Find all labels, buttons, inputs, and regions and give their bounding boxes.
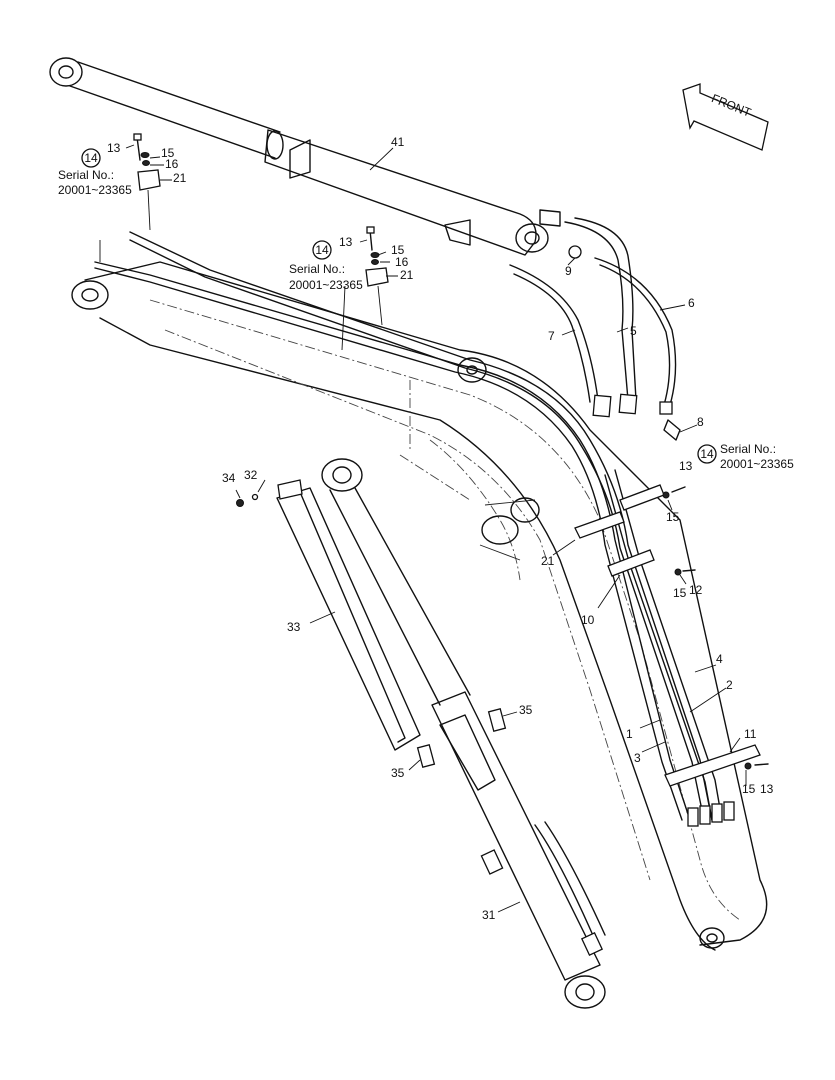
boom-pipes (94, 231, 761, 827)
callout-15: 15 (742, 782, 756, 796)
callout-34: 34 (222, 471, 236, 485)
callout-15: 15 (673, 586, 687, 600)
clamp-assembly-top-left (99, 133, 161, 262)
callout-13: 13 (107, 141, 121, 155)
ref-circle-label: 14 (700, 447, 714, 461)
boom-cylinder-31 (321, 458, 606, 1009)
callout-15: 15 (391, 243, 405, 257)
callout-21: 21 (173, 171, 187, 185)
clamp-assembly-right (662, 486, 769, 770)
cylinder-cover-33 (236, 479, 507, 769)
front-arrow: FRONT (682, 83, 769, 151)
callout-35: 35 (391, 766, 405, 780)
callout-13: 13 (679, 459, 693, 473)
serial-title: Serial No.: (289, 262, 345, 276)
leader-lines (125, 144, 747, 913)
ref-circle-label: 14 (84, 151, 98, 165)
callout-21: 21 (541, 554, 555, 568)
callout-16: 16 (395, 255, 409, 269)
callout-11: 11 (744, 727, 757, 741)
serial-title: Serial No.: (58, 168, 114, 182)
callout-1: 1 (626, 727, 633, 741)
callout-13: 13 (760, 782, 774, 796)
serial-range: 20001~23365 (58, 183, 132, 197)
hoses-upper (509, 217, 681, 441)
callout-3: 3 (634, 751, 641, 765)
callout-13: 13 (339, 235, 353, 249)
callout-41: 41 (391, 135, 405, 149)
callout-9: 9 (565, 264, 572, 278)
serial-range: 20001~23365 (720, 457, 794, 471)
callout-2: 2 (726, 678, 733, 692)
callout-10: 10 (581, 613, 595, 627)
callout-32: 32 (244, 468, 258, 482)
callout-35: 35 (519, 703, 533, 717)
callout-15: 15 (161, 146, 175, 160)
arm-cylinder-41 (49, 57, 561, 256)
serial-block-top-center: 14 Serial No.: 20001~23365 (289, 240, 363, 292)
callout-21: 21 (400, 268, 414, 282)
callout-7: 7 (548, 329, 555, 343)
serial-block-right: 14 Serial No.: 20001~23365 (697, 442, 794, 471)
boom-structure (71, 261, 768, 951)
callout-16: 16 (165, 157, 179, 171)
serial-block-top-left: 14 Serial No.: 20001~23365 (58, 148, 132, 197)
callout-15: 15 (666, 510, 680, 524)
serial-title: Serial No.: (720, 442, 776, 456)
callout-8: 8 (697, 415, 704, 429)
callout-33: 33 (287, 620, 301, 634)
callout-6: 6 (688, 296, 695, 310)
callout-5: 5 (630, 324, 637, 338)
clamp-assembly-top-center (341, 226, 389, 351)
callout-4: 4 (716, 652, 723, 666)
callout-labels: 41 13 15 16 21 13 15 16 21 9 6 5 7 8 13 … (107, 135, 774, 922)
callout-12: 12 (689, 583, 703, 597)
ref-circle-label: 14 (315, 243, 329, 257)
callout-31: 31 (482, 908, 496, 922)
serial-range: 20001~23365 (289, 278, 363, 292)
